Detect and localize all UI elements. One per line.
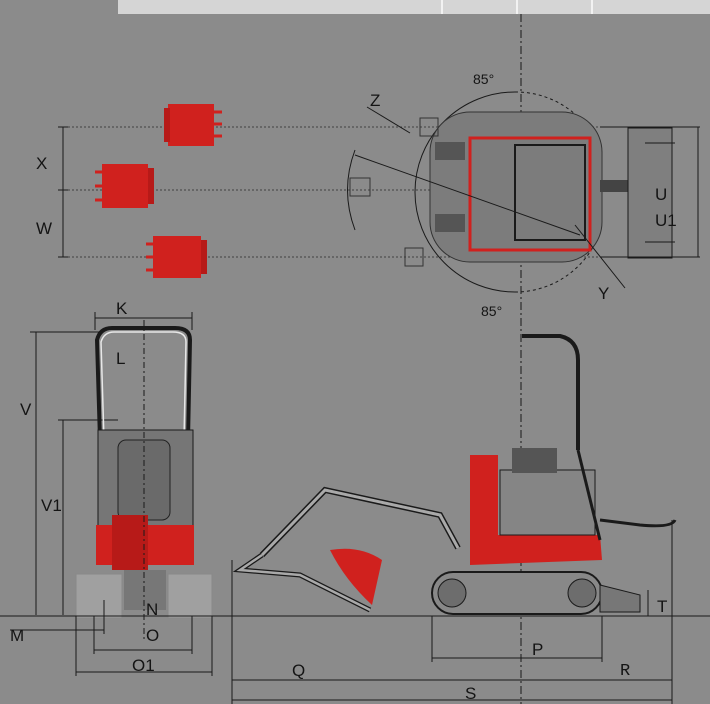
dim-label-y: Y bbox=[598, 284, 610, 303]
dim-label-u1: U1 bbox=[655, 211, 677, 230]
bucket-left-position bbox=[95, 164, 154, 208]
dim-label-r: R bbox=[620, 662, 631, 681]
dim-label-u: U bbox=[655, 185, 668, 204]
dim-label-q: Q bbox=[292, 661, 306, 680]
front-view bbox=[0, 312, 236, 676]
dim-label-x: X bbox=[36, 154, 48, 173]
header-table-strip bbox=[118, 0, 710, 14]
angle-label-top: 85° bbox=[473, 71, 495, 87]
dim-label-v1: V1 bbox=[41, 496, 62, 515]
dim-label-t: T bbox=[657, 597, 668, 616]
side-view bbox=[230, 334, 710, 704]
dim-label-v: V bbox=[20, 400, 32, 419]
header-column-divider bbox=[441, 0, 443, 14]
bucket-bottom-position bbox=[146, 236, 207, 278]
dim-label-o1: O1 bbox=[132, 656, 155, 675]
angle-label-bottom: 85° bbox=[481, 303, 503, 319]
dim-label-s: S bbox=[465, 684, 477, 703]
top-view bbox=[58, 91, 700, 293]
header-column-divider bbox=[591, 0, 593, 14]
dim-label-k: K bbox=[116, 299, 128, 318]
dim-label-z: Z bbox=[370, 91, 381, 110]
dim-label-o: O bbox=[146, 626, 160, 645]
dim-label-n: N bbox=[146, 600, 159, 619]
dim-label-w: W bbox=[36, 219, 53, 238]
dim-label-m: M bbox=[10, 626, 25, 645]
dim-label-l: L bbox=[116, 349, 126, 368]
header-column-divider bbox=[516, 0, 518, 14]
bucket-top-position bbox=[164, 104, 222, 146]
dim-label-p: P bbox=[532, 640, 544, 659]
